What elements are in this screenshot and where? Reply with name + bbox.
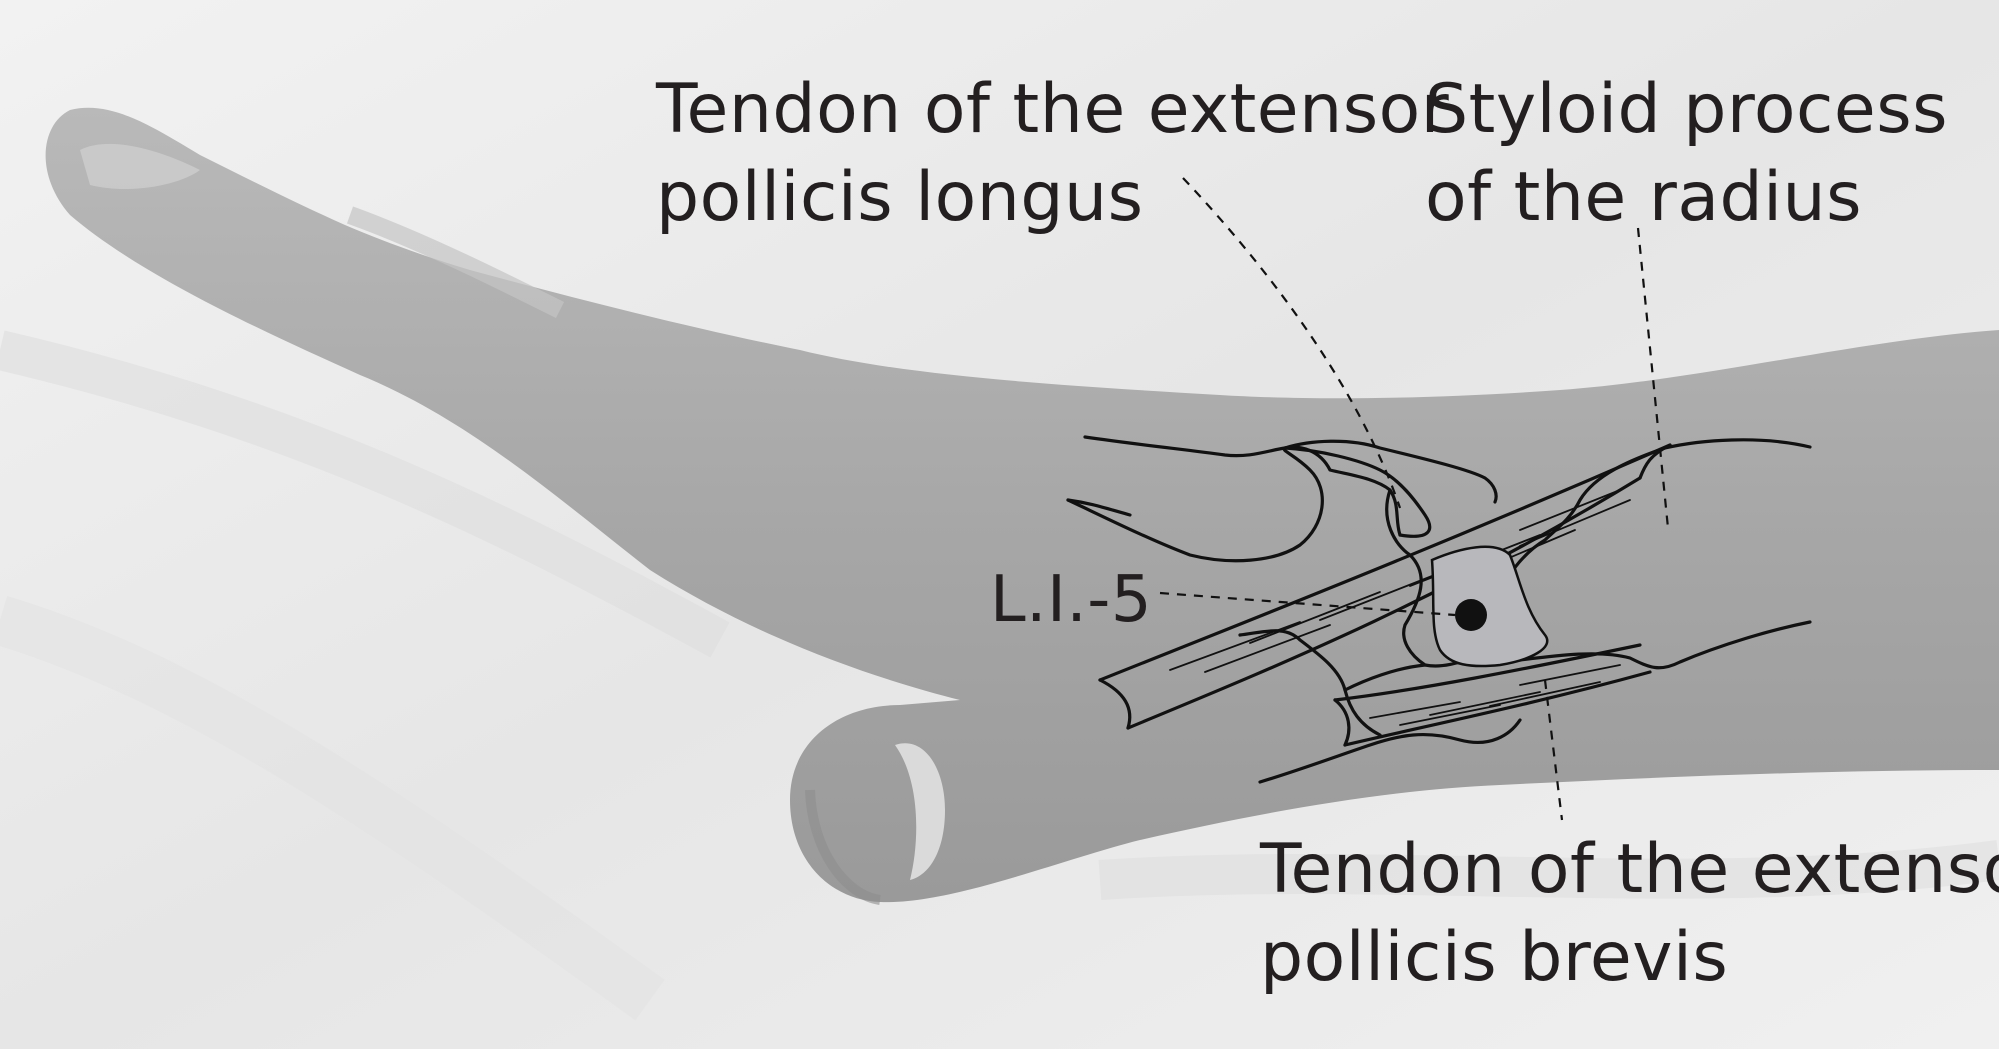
- finger-ridge: [346, 206, 565, 319]
- thumb-shadow: [805, 789, 882, 905]
- leader-lines: [1159, 177, 1670, 821]
- label-styloid-line2: of the radius: [1425, 158, 1863, 237]
- label-extensor-pollicis-longus: Tendon of the extensor pollicis longus: [656, 66, 1449, 242]
- leader-epl: [1182, 177, 1402, 509]
- leader-li5: [1159, 591, 1456, 617]
- thumb-base-outline: [1238, 629, 1382, 737]
- label-epb-line2: pollicis brevis: [1260, 918, 1729, 997]
- label-epl-line2: pollicis longus: [656, 158, 1144, 237]
- index-fingernail: [80, 143, 200, 190]
- li5-point: [1455, 599, 1487, 631]
- anatomy-outline: [1066, 435, 1812, 784]
- epl-tendon-top: [1098, 443, 1672, 682]
- hand-crease: [1066, 498, 1132, 517]
- epl-tendon-bottom: [1126, 476, 1642, 730]
- snuffbox-area: [1430, 545, 1549, 668]
- scaphoid-outline: [1385, 488, 1502, 668]
- label-styloid-process: Styloid process of the radius: [1425, 66, 1948, 242]
- metacarpal-outline: [1066, 445, 1402, 563]
- epb-tendon-top: [1333, 643, 1642, 702]
- sheet-fold-3: [1098, 840, 1999, 900]
- leader-epb: [1543, 679, 1564, 821]
- dorsal-contour: [1083, 435, 1287, 458]
- label-acupoint-li5: L.I.-5: [990, 556, 1152, 644]
- sheet-fold-1: [0, 330, 730, 658]
- carpal-outline-2: [1283, 439, 1498, 504]
- thumb-nail: [895, 743, 945, 880]
- label-epb-line1: Tendon of the extensor: [1260, 830, 1999, 909]
- label-extensor-pollicis-brevis: Tendon of the extensor pollicis brevis: [1260, 826, 1999, 1002]
- epl-tendon-end-left: [1098, 678, 1132, 730]
- forearm-bottom: [1518, 620, 1812, 670]
- label-li5-text: L.I.-5: [990, 563, 1153, 637]
- epl-tendon-end-right: [1638, 443, 1672, 480]
- label-styloid-line1: Styloid process: [1425, 70, 1949, 149]
- carpal-outline-1: [1283, 446, 1432, 538]
- epb-tendon-end-left: [1333, 698, 1351, 747]
- label-epl-line1: Tendon of the extensor: [656, 70, 1450, 149]
- thumb-lower-contour: [1258, 718, 1522, 784]
- forearm-top: [1663, 438, 1812, 450]
- carpal-lower: [1343, 663, 1427, 692]
- epb-tendon-bottom: [1343, 670, 1652, 747]
- sheet-fold-2: [0, 596, 665, 1021]
